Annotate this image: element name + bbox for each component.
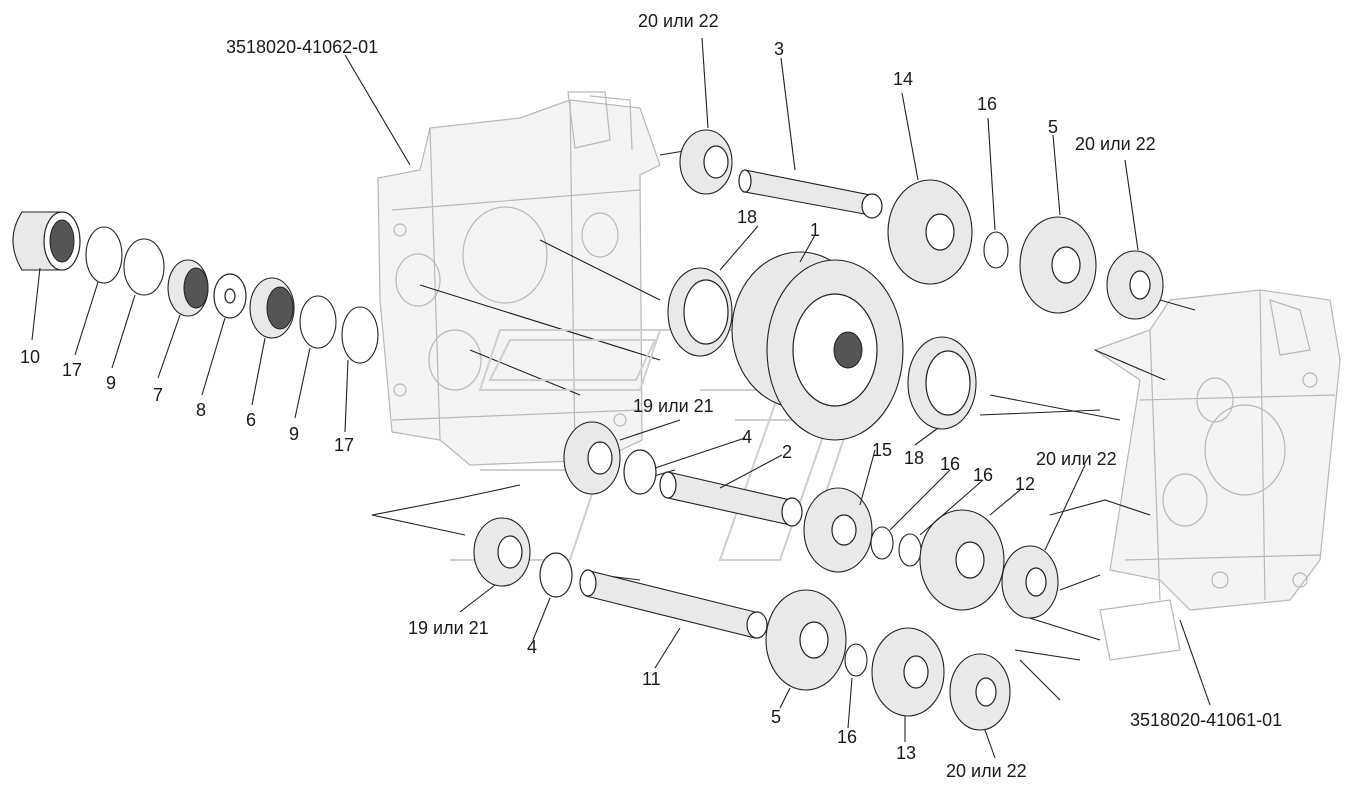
bearing-top-left xyxy=(679,129,733,195)
label-6: 6 xyxy=(246,410,256,430)
label-11: 11 xyxy=(642,669,661,689)
label-3: 3 xyxy=(774,39,784,59)
part-5-gear-top xyxy=(1019,216,1097,314)
bearing-top-right xyxy=(1106,250,1164,320)
part-6-gear xyxy=(249,277,295,339)
part-17b-snap-ring xyxy=(341,306,379,364)
label-20d: 20 или 22 xyxy=(946,761,1027,781)
leader-lines xyxy=(31,37,1211,759)
part-10-sleeve xyxy=(12,211,81,271)
bearing-20-bottom xyxy=(949,653,1011,731)
part-16-snap-ring-mid-a xyxy=(870,526,894,560)
bearing-18-right xyxy=(907,336,977,430)
part-9b-washer xyxy=(299,295,337,349)
part-4-spacer-lower xyxy=(539,552,573,598)
label-17a: 17 xyxy=(62,360,82,380)
part-7-gear xyxy=(167,259,209,317)
part-4-spacer-upper xyxy=(623,449,657,495)
label-19a: 19 или 21 xyxy=(633,396,714,416)
label-housing-left: 3518020-41062-01 xyxy=(226,37,378,57)
label-16d: 16 xyxy=(837,727,857,747)
label-5b: 5 xyxy=(771,707,781,727)
callout-labels: 3518020-41062-01 3518020-41061-01 1 2 3 … xyxy=(20,11,1282,781)
label-16c: 16 xyxy=(973,465,993,485)
part-13-gear xyxy=(871,627,945,717)
label-9a: 9 xyxy=(106,373,116,393)
part-8-washer xyxy=(213,273,247,319)
part-2-shaft xyxy=(659,471,803,527)
label-1: 1 xyxy=(810,220,820,240)
label-20c: 20 или 22 xyxy=(1036,449,1117,469)
bearing-18-left xyxy=(667,267,733,357)
label-housing-right: 3518020-41061-01 xyxy=(1130,710,1282,730)
part-16-snap-ring-mid-b xyxy=(898,533,922,567)
left-housing xyxy=(377,91,661,466)
bearing-19-upper xyxy=(563,421,621,495)
label-16a: 16 xyxy=(977,94,997,114)
part-15-gear xyxy=(803,487,873,573)
part-17-snap-ring xyxy=(85,226,123,284)
label-19b: 19 или 21 xyxy=(408,618,489,638)
label-4a: 4 xyxy=(742,427,752,447)
label-16b: 16 xyxy=(940,454,960,474)
label-5a: 5 xyxy=(1048,117,1058,137)
label-9b: 9 xyxy=(289,424,299,444)
label-20b: 20 или 22 xyxy=(1075,134,1156,154)
part-14-gear xyxy=(887,179,973,285)
label-14: 14 xyxy=(893,69,913,89)
label-18a: 18 xyxy=(737,207,757,227)
label-15: 15 xyxy=(872,440,892,460)
label-7: 7 xyxy=(153,385,163,405)
right-housing xyxy=(1093,289,1341,661)
part-3-shaft xyxy=(738,169,883,219)
bearing-19-lower xyxy=(473,517,531,587)
label-2: 2 xyxy=(782,442,792,462)
part-5-gear-bottom xyxy=(765,589,847,691)
label-8: 8 xyxy=(196,400,206,420)
part-16-snap-ring-top xyxy=(983,231,1009,269)
label-17b: 17 xyxy=(334,435,354,455)
bearing-20-mid-right xyxy=(1001,545,1059,619)
part-12-gear xyxy=(919,509,1005,611)
label-10: 10 xyxy=(20,347,40,367)
label-18b: 18 xyxy=(904,448,924,468)
part-9-washer xyxy=(123,238,165,296)
label-4b: 4 xyxy=(527,637,537,657)
label-13: 13 xyxy=(896,743,916,763)
part-16-snap-ring-bottom xyxy=(844,643,868,677)
part-1-gear-large xyxy=(731,251,904,441)
label-20a: 20 или 22 xyxy=(638,11,719,31)
label-12: 12 xyxy=(1015,474,1035,494)
part-11-shaft xyxy=(579,569,768,639)
